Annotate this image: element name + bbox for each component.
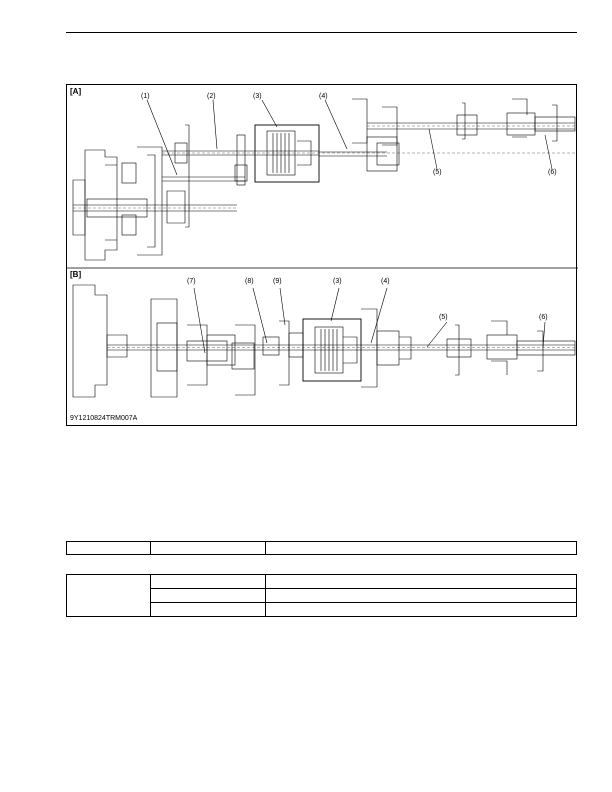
table-cell <box>66 541 151 555</box>
figure-code: 9Y1210824TRM007A <box>70 415 138 422</box>
callout-b-6: (6) <box>539 314 548 321</box>
table-cell <box>150 574 266 589</box>
specification-table <box>66 574 577 617</box>
table-row <box>66 574 577 617</box>
table-cell <box>66 574 151 617</box>
callout-a-4: (4) <box>319 93 328 100</box>
table-row <box>66 541 577 555</box>
table-cell <box>265 574 577 589</box>
table-row <box>67 602 577 617</box>
callout-a-1: (1) <box>141 93 150 100</box>
callout-b-3: (3) <box>333 278 342 285</box>
callout-a-5: (5) <box>433 169 442 176</box>
panel-label-a: [A] <box>70 87 82 96</box>
drivetrain-figure: [A] [B] (1) (2) (3) (4) (5) (6) (7) (8) … <box>66 84 578 426</box>
panel-label-b: [B] <box>70 270 82 279</box>
callout-b-9: (9) <box>273 278 282 285</box>
callout-b-8: (8) <box>245 278 254 285</box>
header-rule <box>66 32 577 33</box>
callout-b-7: (7) <box>187 278 196 285</box>
table-cell <box>150 602 266 617</box>
callout-a-3: (3) <box>253 93 262 100</box>
table-cell <box>150 588 266 603</box>
table-cell <box>265 541 577 555</box>
cross-section-drawing <box>67 98 578 398</box>
callout-a-2: (2) <box>207 93 216 100</box>
callout-b-4: (4) <box>381 278 390 285</box>
callout-b-5: (5) <box>439 314 448 321</box>
reference-table <box>66 541 577 555</box>
table-cell <box>150 541 266 555</box>
callout-a-6: (6) <box>548 169 557 176</box>
table-cell <box>265 602 577 617</box>
table-cell <box>265 588 577 603</box>
